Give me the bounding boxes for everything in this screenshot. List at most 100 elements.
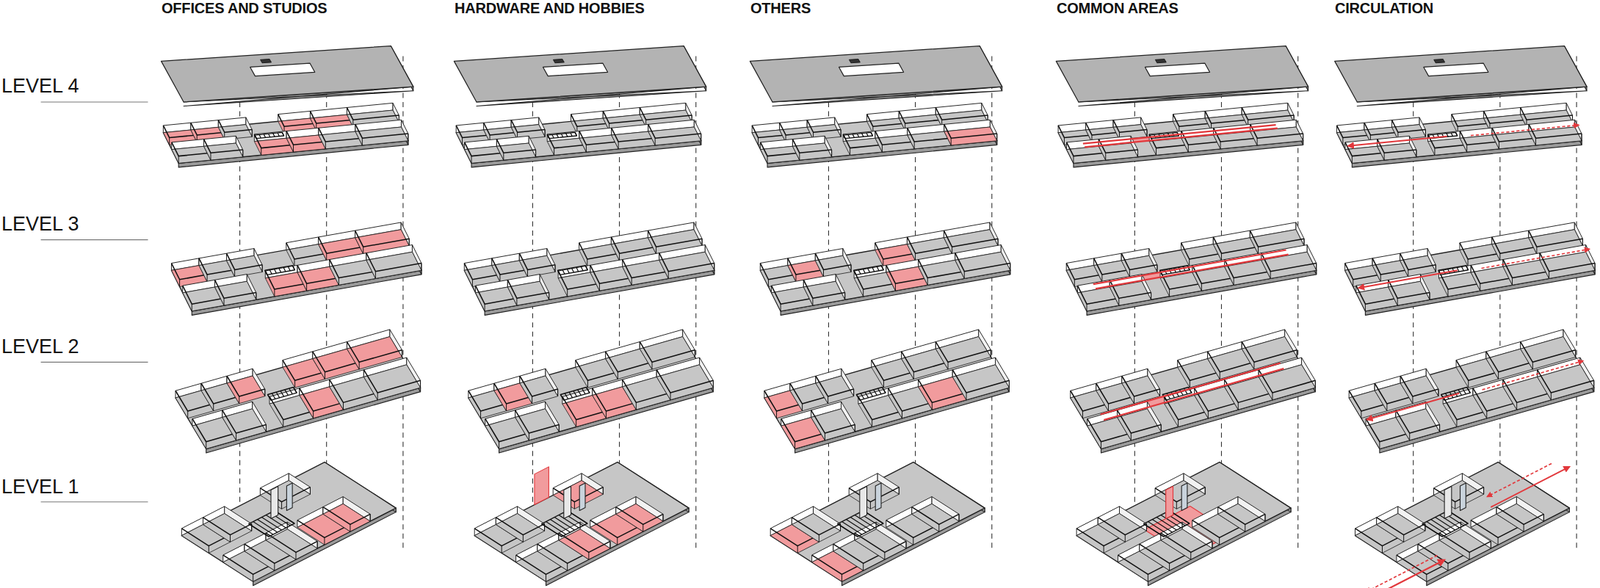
wall-edge [1425,129,1426,138]
wall-top [935,342,991,363]
wall-edge [1124,535,1126,543]
wall-edge [795,274,796,282]
wall-top [1395,410,1440,434]
stair-line [283,267,286,272]
wall-top [806,120,841,133]
wall-edge [966,392,968,401]
wall-top [815,375,854,397]
wall-top [854,533,907,553]
wall-edge [951,246,953,255]
stair-line [273,133,275,138]
stair-core [254,132,285,139]
floor-plate [751,102,998,168]
stair-core [265,265,296,276]
wall-edge [1380,274,1382,282]
wall-edge [471,156,473,164]
wall-edge [618,141,619,150]
wall-edge [1100,442,1102,450]
stair-line [576,267,579,272]
room-floor [519,375,559,404]
wall-edge [1237,402,1239,410]
wall-edge [1264,513,1266,522]
wall-edge [1237,402,1239,410]
wall-edge [854,424,856,432]
stair-line [560,133,563,138]
wall-edge [964,271,965,280]
wall-edge [522,535,524,543]
wall-edge [881,144,883,152]
wall-top [1218,507,1266,526]
room-floor [495,513,545,543]
room-floor [366,251,422,279]
room-floor [1400,375,1439,404]
wall-top [355,230,410,247]
wall-edge [914,253,916,261]
wall-top [1241,107,1294,120]
wall-edge [663,513,664,522]
wall-edge [1244,524,1246,532]
wall-edge [1409,433,1410,441]
floor [464,229,714,312]
level-label: LEVEL 4 [1,74,80,98]
wall-edge [914,141,915,150]
wall-edge [958,513,960,522]
wall-edge [1118,298,1120,306]
wall-edge [401,350,403,358]
roof-slab [161,46,414,107]
floor-plate [770,462,985,586]
wall-top [944,124,998,139]
wall-top [218,120,252,133]
wall-edge [901,411,903,419]
stair-line [858,269,861,274]
wall-edge [235,433,237,441]
wall-edge [1257,246,1259,255]
wall-edge [824,433,826,441]
wall-edge [317,541,318,549]
wall-top [815,253,852,270]
wall-edge [618,253,620,261]
floor [171,229,421,312]
wall-edge [812,298,813,306]
wall-edge [1253,362,1255,370]
wall-edge [375,271,376,280]
wall-top [226,253,263,270]
wall-edge [1201,283,1203,291]
wall-edge [309,487,311,495]
wall-edge [273,563,275,571]
wall-edge [617,372,619,380]
common-edge [1083,124,1277,144]
wall-edge [713,263,715,271]
wall-top [515,410,560,434]
wall-edge [1189,380,1191,388]
wall-top [511,120,545,133]
wall-edge [1403,535,1404,543]
wall-top [346,342,402,363]
wall-edge [931,402,933,410]
wall-edge [1105,152,1106,161]
wall-edge [292,144,294,152]
level-rule [41,362,149,363]
wall-edge [840,129,842,138]
wall-top [943,230,998,247]
wall-edge [1397,298,1399,306]
floor [764,337,1010,450]
wall-top [952,370,1009,393]
wall-edge [362,246,364,255]
wall-top [1261,253,1317,272]
wall-edge [1378,442,1380,450]
wall-top [558,533,611,553]
wall-edge [1439,424,1440,432]
level-rule [41,239,149,241]
wall-edge [1072,156,1074,164]
wall-edge [1108,403,1109,412]
wall-top [911,507,959,526]
wall-edge [1105,152,1106,161]
wall-top [496,139,536,154]
circulation-arrow [1490,467,1570,508]
wall-edge [797,546,799,554]
wall-edge [420,263,422,271]
wall-edge [574,502,575,510]
floor-plate [1345,222,1595,316]
circulation-arrow [1365,560,1445,588]
wall-edge [1479,283,1481,291]
